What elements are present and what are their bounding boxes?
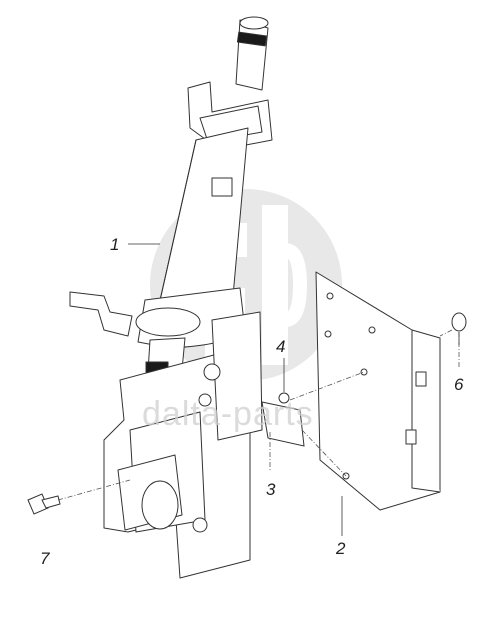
spacer-part — [261, 392, 305, 447]
callout-6: 6 — [454, 375, 464, 394]
callout-7: 7 — [40, 549, 50, 568]
callout-1: 1 — [110, 235, 120, 254]
steering-column-assembly — [69, 16, 273, 579]
callout-3: 3 — [266, 480, 276, 499]
mounting-plate — [315, 271, 441, 511]
callout-4: 4 — [276, 337, 286, 356]
callout-2: 2 — [336, 539, 346, 558]
watermark-text: dalta-parts — [142, 395, 314, 433]
bolt-part — [27, 493, 61, 515]
leader-lines — [128, 243, 460, 536]
nut-part — [451, 312, 467, 332]
assembly-axis-lines — [57, 329, 460, 501]
